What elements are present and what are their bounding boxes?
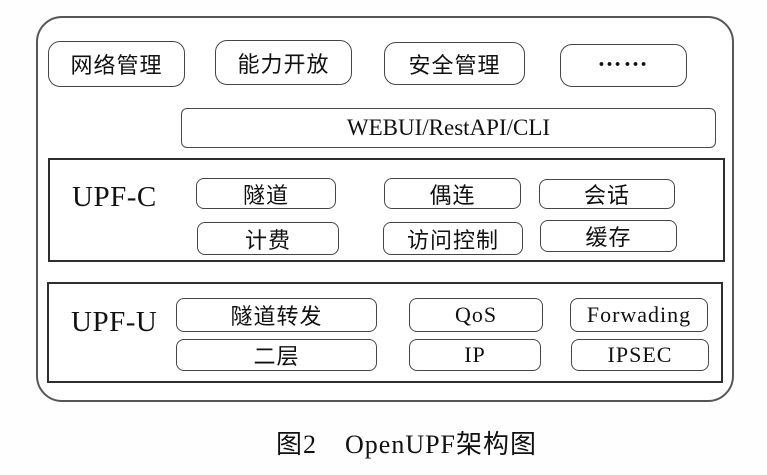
- upfc-box-association: 偶连: [384, 178, 521, 209]
- module-label: 偶连: [429, 182, 476, 208]
- ellipsis-label: ……: [597, 46, 650, 72]
- upf-u-title: UPF-U: [71, 306, 158, 338]
- upfu-box-tunnel-forwarding: 隧道转发: [176, 298, 377, 332]
- api-interface-bar: WEBUI/RestAPI/CLI: [181, 108, 716, 148]
- module-label: 二层: [253, 344, 300, 369]
- caption-figure-number: 图2: [275, 430, 317, 459]
- upf-c-title: UPF-C: [72, 181, 157, 213]
- module-label: 会话: [583, 183, 630, 208]
- module-label: IPSEC: [607, 342, 673, 367]
- upf-u-container: UPF-U 隧道转发 QoS Forwading 二层 IP IPSEC: [47, 282, 723, 383]
- module-box-network-management: 网络管理: [48, 41, 185, 87]
- architecture-outer-frame: 网络管理 能力开放 安全管理 …… WEBUI/RestAPI/CLI UPF-…: [36, 16, 734, 402]
- module-label: 访问控制: [406, 227, 499, 253]
- upfc-box-tunnel: 隧道: [196, 178, 336, 209]
- module-label: QoS: [454, 302, 498, 327]
- upfu-box-forwarding: Forwading: [570, 298, 708, 332]
- upfc-box-cache: 缓存: [540, 220, 677, 252]
- module-label: 安全管理: [408, 52, 501, 78]
- upfu-box-ip: IP: [409, 339, 541, 371]
- module-box-capability-exposure: 能力开放: [215, 40, 352, 85]
- module-label: 能力开放: [237, 51, 330, 77]
- caption-title: OpenUPF架构图: [345, 430, 538, 459]
- upfc-box-access-control: 访问控制: [383, 222, 523, 255]
- upfu-box-qos: QoS: [409, 298, 543, 332]
- upfu-box-ipsec: IPSEC: [571, 339, 709, 371]
- upfu-box-layer2: 二层: [176, 339, 377, 371]
- upfc-box-charging: 计费: [197, 222, 339, 255]
- api-interface-label: WEBUI/RestAPI/CLI: [346, 115, 551, 140]
- module-label: Forwading: [586, 302, 692, 327]
- module-label: IP: [464, 342, 486, 367]
- upf-c-container: UPF-C 隧道 偶连 会话 计费 访问控制 缓存: [48, 158, 725, 262]
- module-label: 计费: [244, 227, 291, 253]
- figure-caption: 图2 OpenUPF架构图: [0, 424, 767, 461]
- module-box-security-management: 安全管理: [384, 42, 525, 85]
- module-label: 隧道: [242, 182, 289, 208]
- upfc-box-session: 会话: [539, 179, 675, 209]
- module-label: 隧道转发: [230, 304, 323, 329]
- module-label: 网络管理: [70, 53, 163, 78]
- module-label: 缓存: [585, 225, 632, 250]
- module-box-ellipsis: ……: [560, 44, 687, 87]
